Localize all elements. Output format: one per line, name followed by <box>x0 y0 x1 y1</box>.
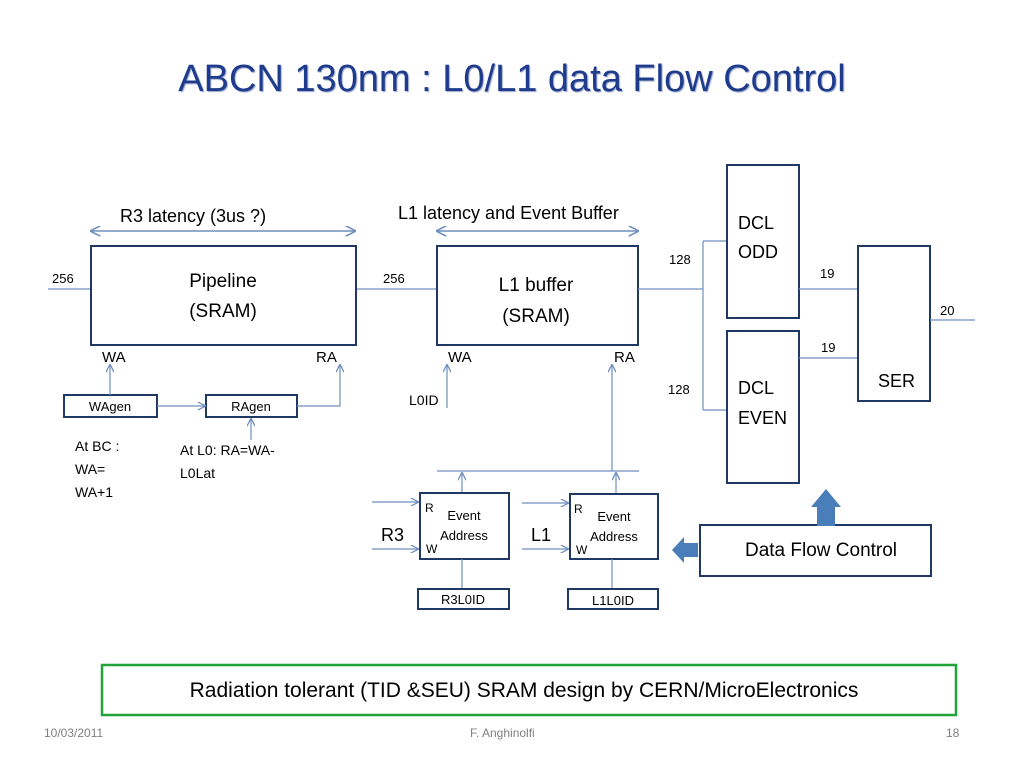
at-bc-note-2: WA= <box>75 461 105 477</box>
l1-buffer-block <box>436 245 639 346</box>
l1-event-r-port: R <box>574 502 583 516</box>
dcl-even-width: 128 <box>668 382 690 397</box>
r3-event-label-1: Event <box>447 508 481 523</box>
l1l0id-label: L1L0ID <box>592 593 634 608</box>
dcl-odd-label-2: ODD <box>738 242 778 262</box>
dfc-left-arrow <box>672 537 698 563</box>
l1l0id-block <box>567 588 659 610</box>
dcl-even-label-2: EVEN <box>738 408 787 428</box>
l1-event-label-2: Address <box>590 529 638 544</box>
pipeline-wa-label: WA <box>102 349 126 366</box>
ragen-label: RAgen <box>231 399 271 414</box>
l1-event-address-block <box>569 493 659 560</box>
r3l0id-block <box>417 588 510 610</box>
dcl-even-block <box>726 330 800 484</box>
dcl-odd-block <box>726 164 800 319</box>
dcl-odd-width: 128 <box>669 252 691 267</box>
l1-latency-label: L1 latency and Event Buffer <box>398 203 619 223</box>
r3-event-address-block <box>419 492 510 560</box>
wagen-label: WAgen <box>89 399 131 414</box>
pipeline-label: Pipeline <box>189 271 257 292</box>
l0id-label: L0ID <box>409 392 439 408</box>
l1-event-label-1: Event <box>597 509 631 524</box>
dfc-up-arrow <box>811 489 841 526</box>
pipeline-sram-label: (SRAM) <box>189 301 257 322</box>
l1-buffer-ra-label: RA <box>614 349 635 366</box>
data-flow-control-label: Data Flow Control <box>745 540 897 561</box>
pipeline-input-width: 256 <box>52 271 74 286</box>
r3-event-w-port: W <box>426 542 438 556</box>
ragen-to-pipeline-arrow <box>297 365 340 407</box>
dcl-even-label-1: DCL <box>738 378 774 398</box>
l1-label: L1 <box>531 525 551 545</box>
at-bc-note-3: WA+1 <box>75 484 113 500</box>
dcl-odd-label-1: DCL <box>738 213 774 233</box>
l1-input-width: 256 <box>383 271 405 286</box>
data-flow-control-block <box>699 524 932 577</box>
l1-buffer-wa-label: WA <box>448 349 472 366</box>
footer-author: F. Anghinolfi <box>470 726 535 740</box>
pipeline-block <box>90 245 357 346</box>
dcl-even-out-width: 19 <box>821 340 835 355</box>
l1-buffer-sram-label: (SRAM) <box>502 306 570 327</box>
l1-buffer-label: L1 buffer <box>499 275 574 296</box>
at-l0-note-1: At L0: RA=WA- <box>180 442 275 458</box>
r3-event-r-port: R <box>425 501 434 515</box>
note-box <box>100 663 958 717</box>
l1-event-w-port: W <box>576 543 588 557</box>
ser-label: SER <box>878 371 915 391</box>
at-bc-note-1: At BC : <box>75 438 119 454</box>
note-text: Radiation tolerant (TID &SEU) SRAM desig… <box>190 679 859 702</box>
r3-event-label-2: Address <box>440 528 488 543</box>
r3l0id-label: R3L0ID <box>441 592 485 607</box>
ser-block <box>857 245 931 402</box>
dcl-odd-out-width: 19 <box>820 266 834 281</box>
pipeline-ra-label: RA <box>316 349 337 366</box>
ser-output-width: 20 <box>940 303 954 318</box>
page-title: ABCN 130nm : L0/L1 data Flow Control <box>178 58 846 100</box>
at-l0-note-2: L0Lat <box>180 465 215 481</box>
r3-label: R3 <box>381 525 404 545</box>
r3-latency-label: R3 latency (3us ?) <box>120 206 266 226</box>
footer-page-number: 18 <box>946 726 960 740</box>
footer-date: 10/03/2011 <box>44 726 104 740</box>
